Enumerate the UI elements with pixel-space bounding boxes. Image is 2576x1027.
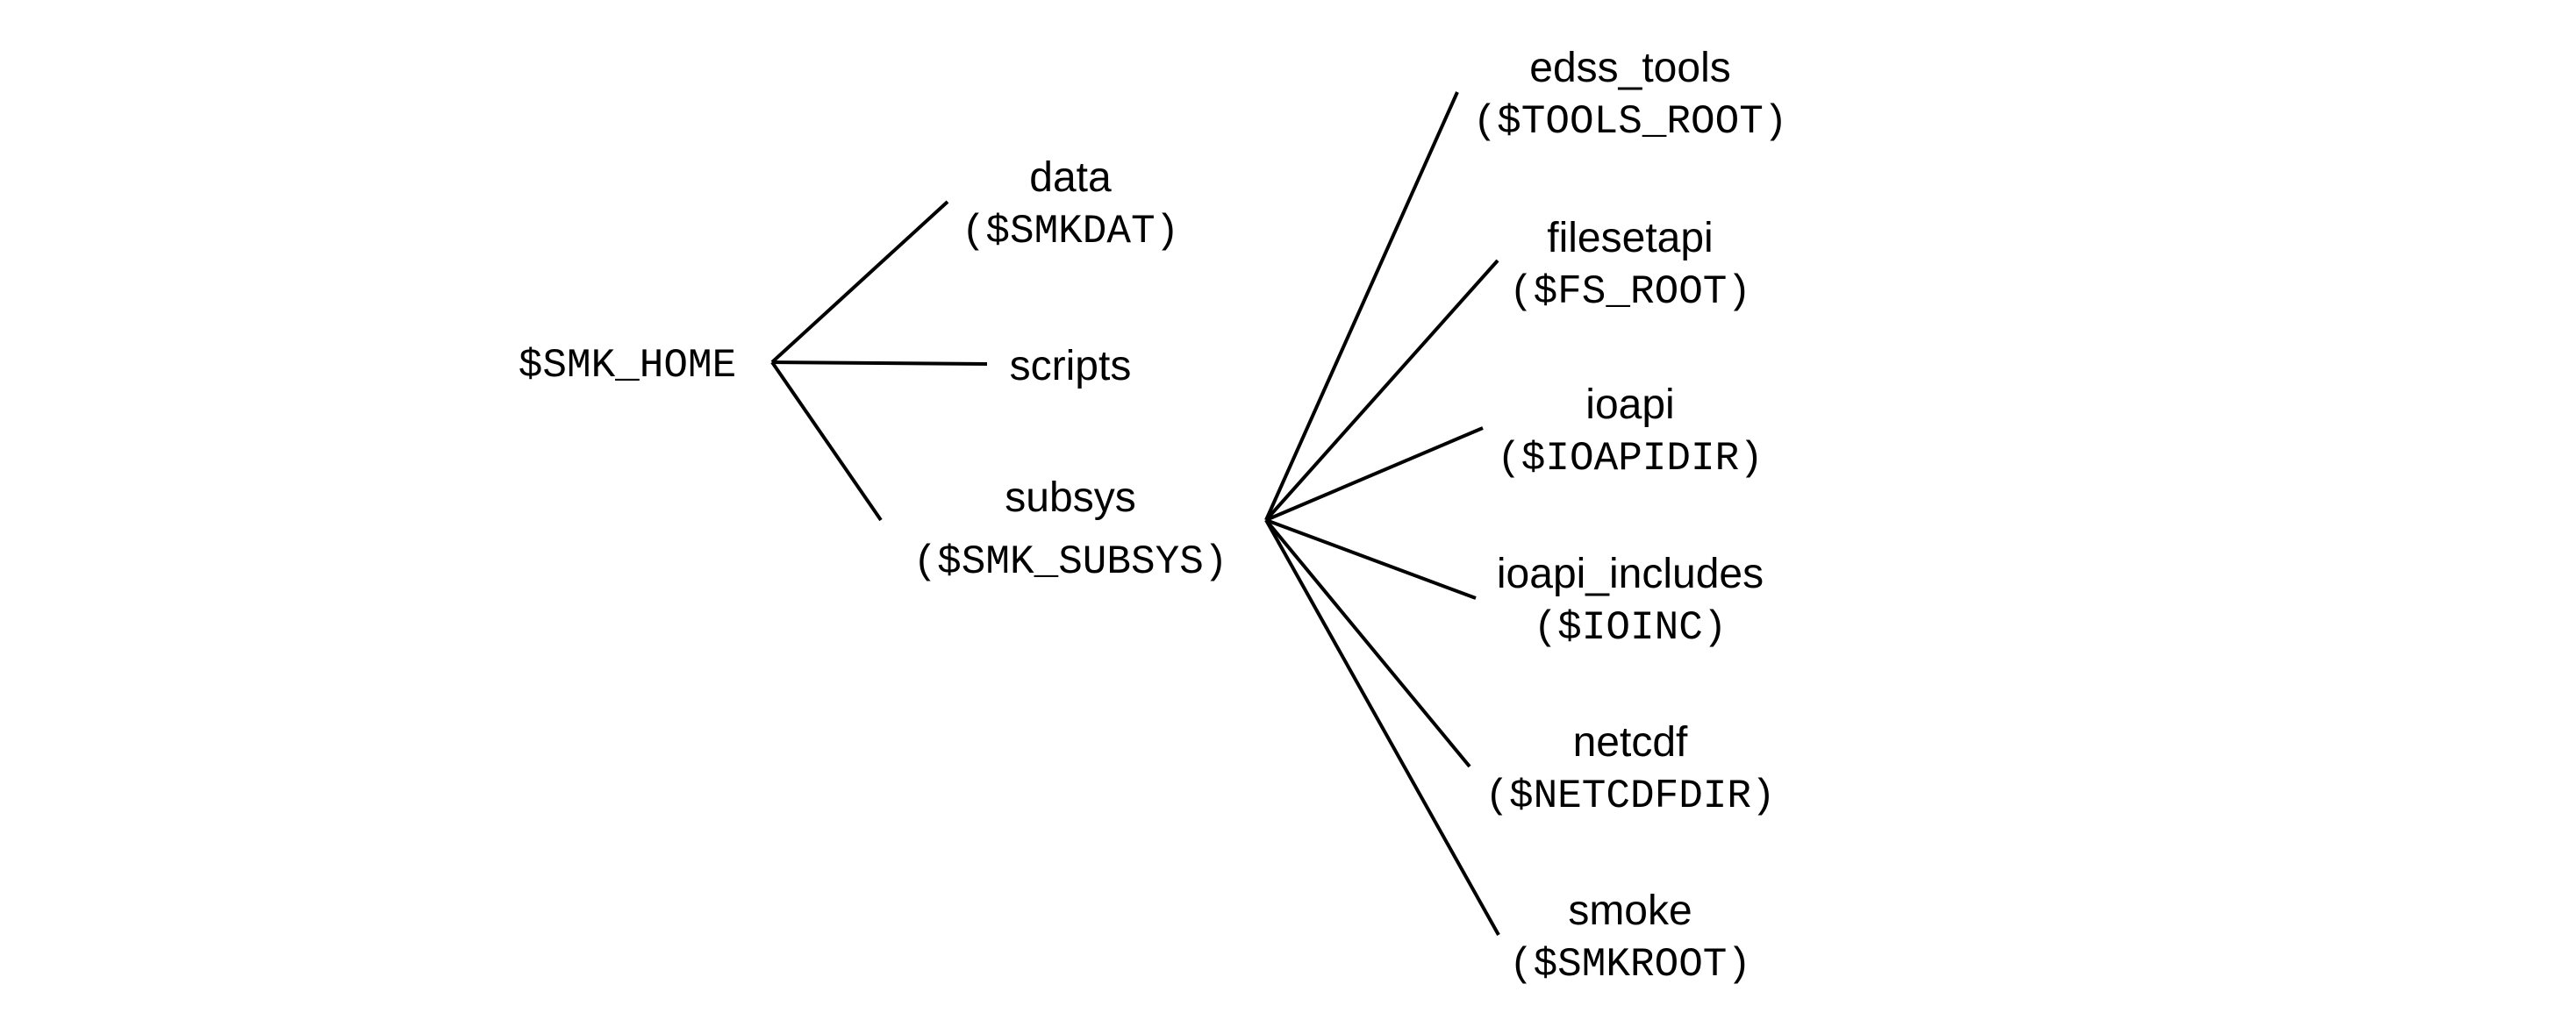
node-subsys-name: subsys — [1005, 474, 1135, 521]
edge-home-scripts — [771, 360, 988, 366]
edge-subsys-ioapi — [1265, 426, 1484, 522]
edge-subsys-smoke — [1264, 519, 1500, 936]
edge-subsys-netcdf — [1264, 518, 1471, 768]
node-filesetapi: filesetapi ($FS_ROOT) — [1509, 215, 1751, 315]
root-edges — [770, 200, 988, 522]
edge-home-data — [770, 200, 949, 364]
node-netcdf-name: netcdf — [1573, 719, 1688, 766]
edge-subsys-ioapi-includes — [1265, 518, 1477, 600]
node-smk-home: $SMK_HOME — [519, 343, 736, 389]
node-ioapi-includes-var: ($IOINC) — [1534, 605, 1728, 651]
node-ioapi-name: ioapi — [1585, 382, 1674, 428]
node-ioapi-includes: ioapi_includes ($IOINC) — [1497, 551, 1764, 651]
node-smoke: smoke ($SMKROOT) — [1509, 888, 1751, 988]
node-netcdf-var: ($NETCDFDIR) — [1485, 774, 1775, 819]
node-data-name: data — [1029, 154, 1112, 201]
node-data: data ($SMKDAT) — [962, 154, 1179, 254]
node-subsys-var: ($SMK_SUBSYS) — [913, 539, 1228, 585]
subsys-edges — [1264, 91, 1500, 936]
edge-subsys-filesetapi — [1264, 259, 1499, 522]
node-ioapi: ioapi ($IOAPIDIR) — [1497, 382, 1764, 481]
node-edss-tools-var: ($TOOLS_ROOT) — [1473, 99, 1788, 145]
node-netcdf: netcdf ($NETCDFDIR) — [1485, 719, 1775, 819]
node-filesetapi-var: ($FS_ROOT) — [1509, 269, 1751, 315]
node-smoke-name: smoke — [1568, 888, 1692, 934]
node-ioapi-var: ($IOAPIDIR) — [1497, 436, 1764, 481]
edge-subsys-edss-tools — [1264, 91, 1459, 521]
node-edss-tools: edss_tools ($TOOLS_ROOT) — [1473, 45, 1788, 145]
node-filesetapi-name: filesetapi — [1547, 215, 1713, 261]
node-edss-tools-name: edss_tools — [1529, 45, 1730, 91]
node-ioapi-includes-name: ioapi_includes — [1497, 551, 1764, 597]
node-smoke-var: ($SMKROOT) — [1509, 942, 1751, 988]
edge-home-subsys — [770, 360, 883, 522]
node-scripts: scripts — [1010, 343, 1132, 389]
node-scripts-name: scripts — [1010, 343, 1132, 389]
node-subsys: subsys ($SMK_SUBSYS) — [913, 474, 1228, 585]
node-data-var: ($SMKDAT) — [962, 209, 1179, 254]
node-smk-home-label: $SMK_HOME — [519, 343, 736, 389]
